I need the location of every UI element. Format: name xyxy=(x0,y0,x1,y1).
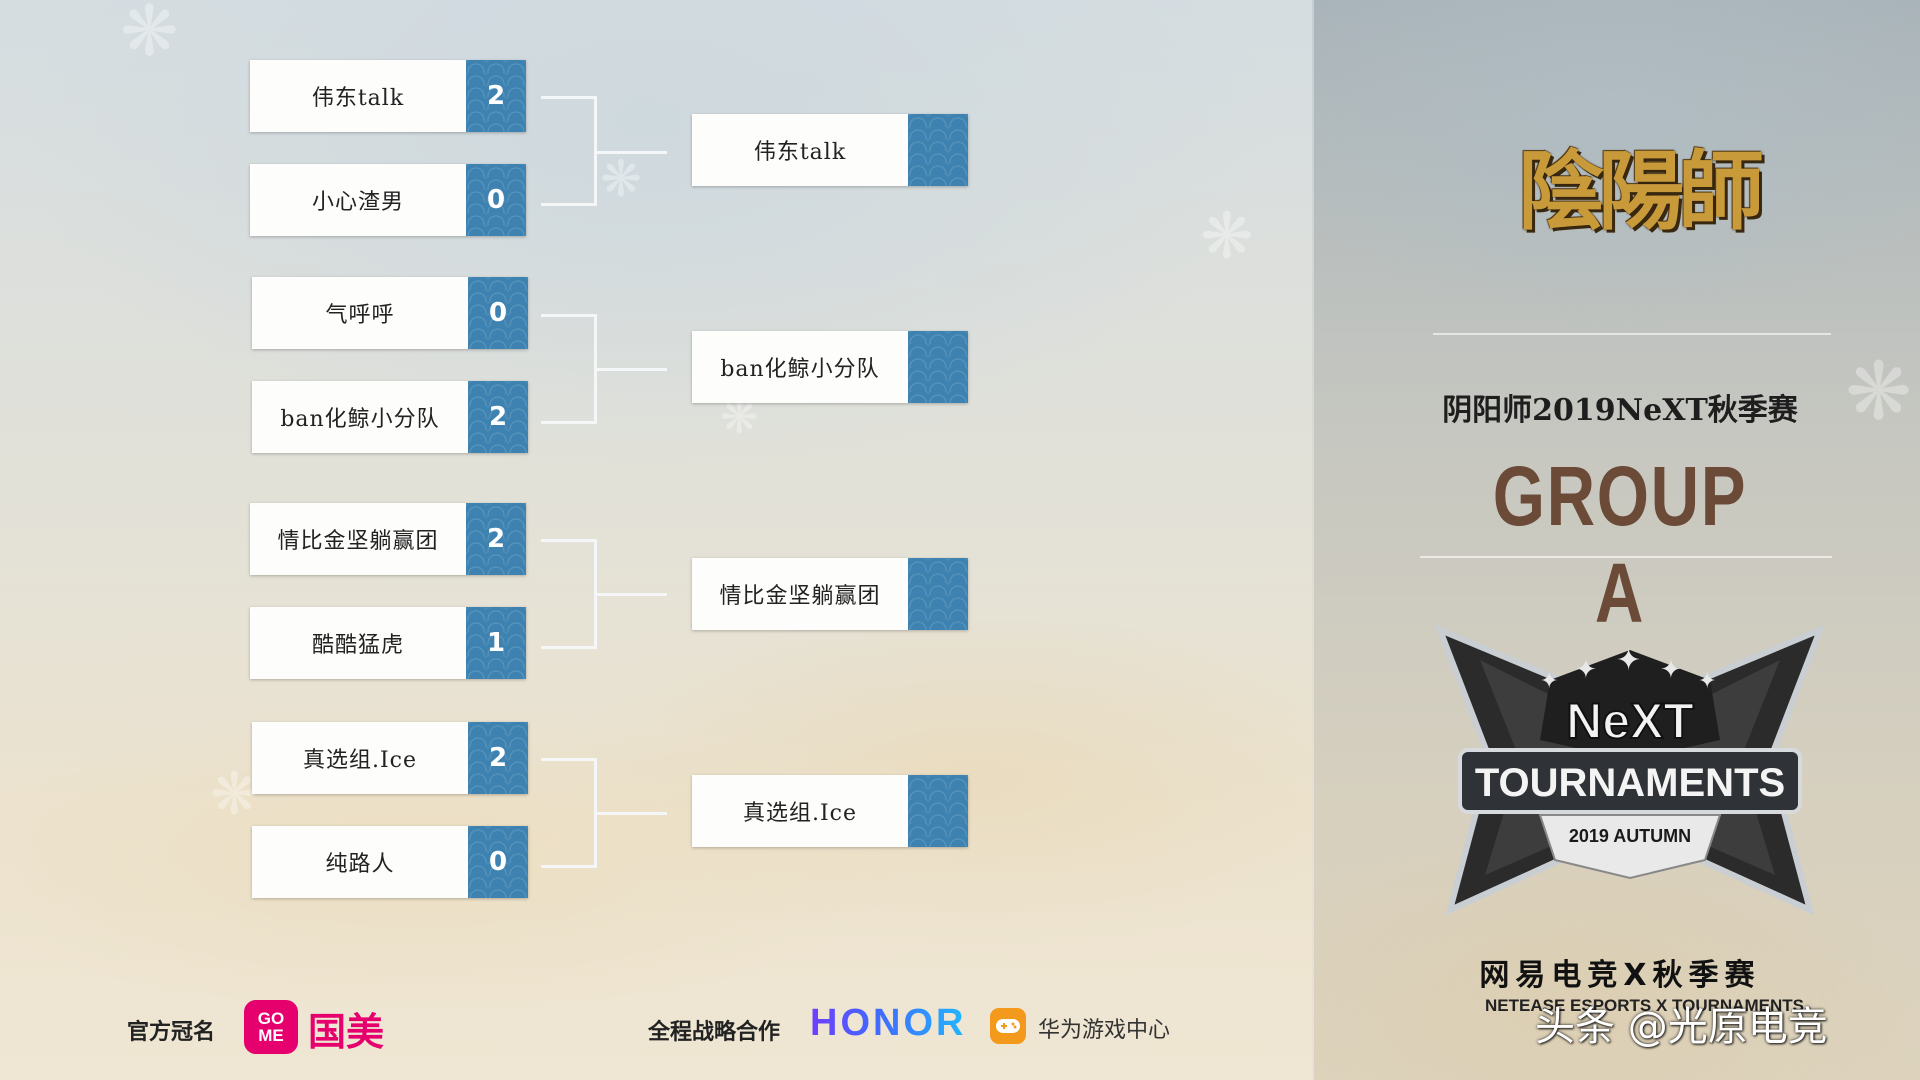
team-slot: 小心渣男 0 xyxy=(250,164,526,236)
team-name: 纯路人 xyxy=(325,852,395,877)
flower-decoration-icon: ❋ xyxy=(210,760,259,828)
svg-text:✦: ✦ xyxy=(1698,669,1716,694)
bracket-connector xyxy=(597,812,667,815)
team-score: 0 xyxy=(466,164,526,236)
team-score: 0 xyxy=(468,277,528,349)
team-name: 气呼呼 xyxy=(325,303,395,328)
bracket-background xyxy=(0,0,1312,1080)
team-slot: ban化鲸小分队 2 xyxy=(252,381,528,453)
next-subtitle: 网易电竞X秋季赛 xyxy=(1479,958,1761,993)
team-slot: 伟东talk 2 xyxy=(250,60,526,132)
title-sponsor-label: 官方冠名 xyxy=(127,1020,216,1045)
bracket-connector xyxy=(541,539,597,649)
divider xyxy=(1420,556,1832,558)
team-name: ban化鲸小分队 xyxy=(720,357,880,382)
season-title: 阴阳师2019NeXT秋季赛 xyxy=(1442,393,1798,428)
info-panel-background xyxy=(1312,0,1920,1080)
team-name: 小心渣男 xyxy=(311,190,404,215)
team-score: 2 xyxy=(466,503,526,575)
team-name: 情比金坚躺赢团 xyxy=(719,584,881,609)
team-score-empty xyxy=(908,775,968,847)
team-score: 2 xyxy=(466,60,526,132)
next-logo-line1: NeXT xyxy=(1566,693,1694,749)
team-name: ban化鲸小分队 xyxy=(280,407,440,432)
advancing-team-slot: 真选组.Ice xyxy=(692,775,968,847)
flower-decoration-icon: ❋ xyxy=(600,150,642,208)
onmyoji-game-logo: 陰陽師 xyxy=(1518,140,1764,242)
next-tournaments-logo: ✦ ✦ ✦ ✦ ✦ NeXT TOURNAMENTS 2019 AUTUMN xyxy=(1434,624,1826,916)
strategic-partner-label: 全程战略合作 xyxy=(648,1020,781,1045)
team-score-empty xyxy=(908,331,968,403)
advancing-team-slot: 情比金坚躺赢团 xyxy=(692,558,968,630)
team-slot: 气呼呼 0 xyxy=(252,277,528,349)
flower-decoration-icon: ❋ xyxy=(120,0,179,72)
team-name: 伟东talk xyxy=(753,140,847,165)
bracket-connector xyxy=(597,593,667,596)
divider xyxy=(1433,333,1831,335)
team-score: 2 xyxy=(468,381,528,453)
team-score: 2 xyxy=(468,722,528,794)
huawei-game-center-text: 华为游戏中心 xyxy=(1038,1018,1171,1043)
gome-icon-text: GO xyxy=(257,1009,285,1028)
bracket-connector xyxy=(541,758,597,868)
team-score: 0 xyxy=(468,826,528,898)
watermark: 头条 @光原电竞 xyxy=(1535,1004,1828,1050)
next-logo-line3: 2019 AUTUMN xyxy=(1569,826,1691,846)
flower-decoration-icon: ❋ xyxy=(1845,345,1913,438)
bracket-connector xyxy=(597,151,667,154)
team-name: 真选组.Ice xyxy=(742,801,858,826)
gamepad-icon xyxy=(990,1008,1026,1044)
team-score-empty xyxy=(908,558,968,630)
gome-logo-icon: GO ME xyxy=(244,1000,298,1054)
bracket-connector xyxy=(541,96,597,206)
svg-text:✦: ✦ xyxy=(1660,655,1682,685)
svg-text:✦: ✦ xyxy=(1540,669,1558,694)
svg-text:✦: ✦ xyxy=(1616,643,1641,678)
honor-logo: HONOR xyxy=(810,1002,967,1044)
gome-icon-text: ME xyxy=(258,1026,284,1045)
next-english-title: NETEASE ESPORTS X TOURNAMENTS xyxy=(1485,996,1804,1015)
team-name: 真选组.Ice xyxy=(302,748,418,773)
team-slot: 纯路人 0 xyxy=(252,826,528,898)
bracket-connector xyxy=(597,368,667,371)
team-name: 伟东talk xyxy=(311,86,405,111)
bracket-connector xyxy=(541,314,597,424)
team-name: 酷酷猛虎 xyxy=(311,633,404,658)
team-score-empty xyxy=(908,114,968,186)
team-score: 1 xyxy=(466,607,526,679)
next-logo-line2: TOURNAMENTS xyxy=(1475,761,1785,805)
advancing-team-slot: ban化鲸小分队 xyxy=(692,331,968,403)
group-title: GROUP A xyxy=(1492,449,1748,640)
gome-brand-text: 国美 xyxy=(308,1010,385,1054)
svg-text:✦: ✦ xyxy=(1575,655,1597,685)
team-slot: 酷酷猛虎 1 xyxy=(250,607,526,679)
flower-decoration-icon: ❋ xyxy=(1200,200,1254,274)
team-slot: 真选组.Ice 2 xyxy=(252,722,528,794)
team-name: 情比金坚躺赢团 xyxy=(277,529,439,554)
advancing-team-slot: 伟东talk xyxy=(692,114,968,186)
team-slot: 情比金坚躺赢团 2 xyxy=(250,503,526,575)
